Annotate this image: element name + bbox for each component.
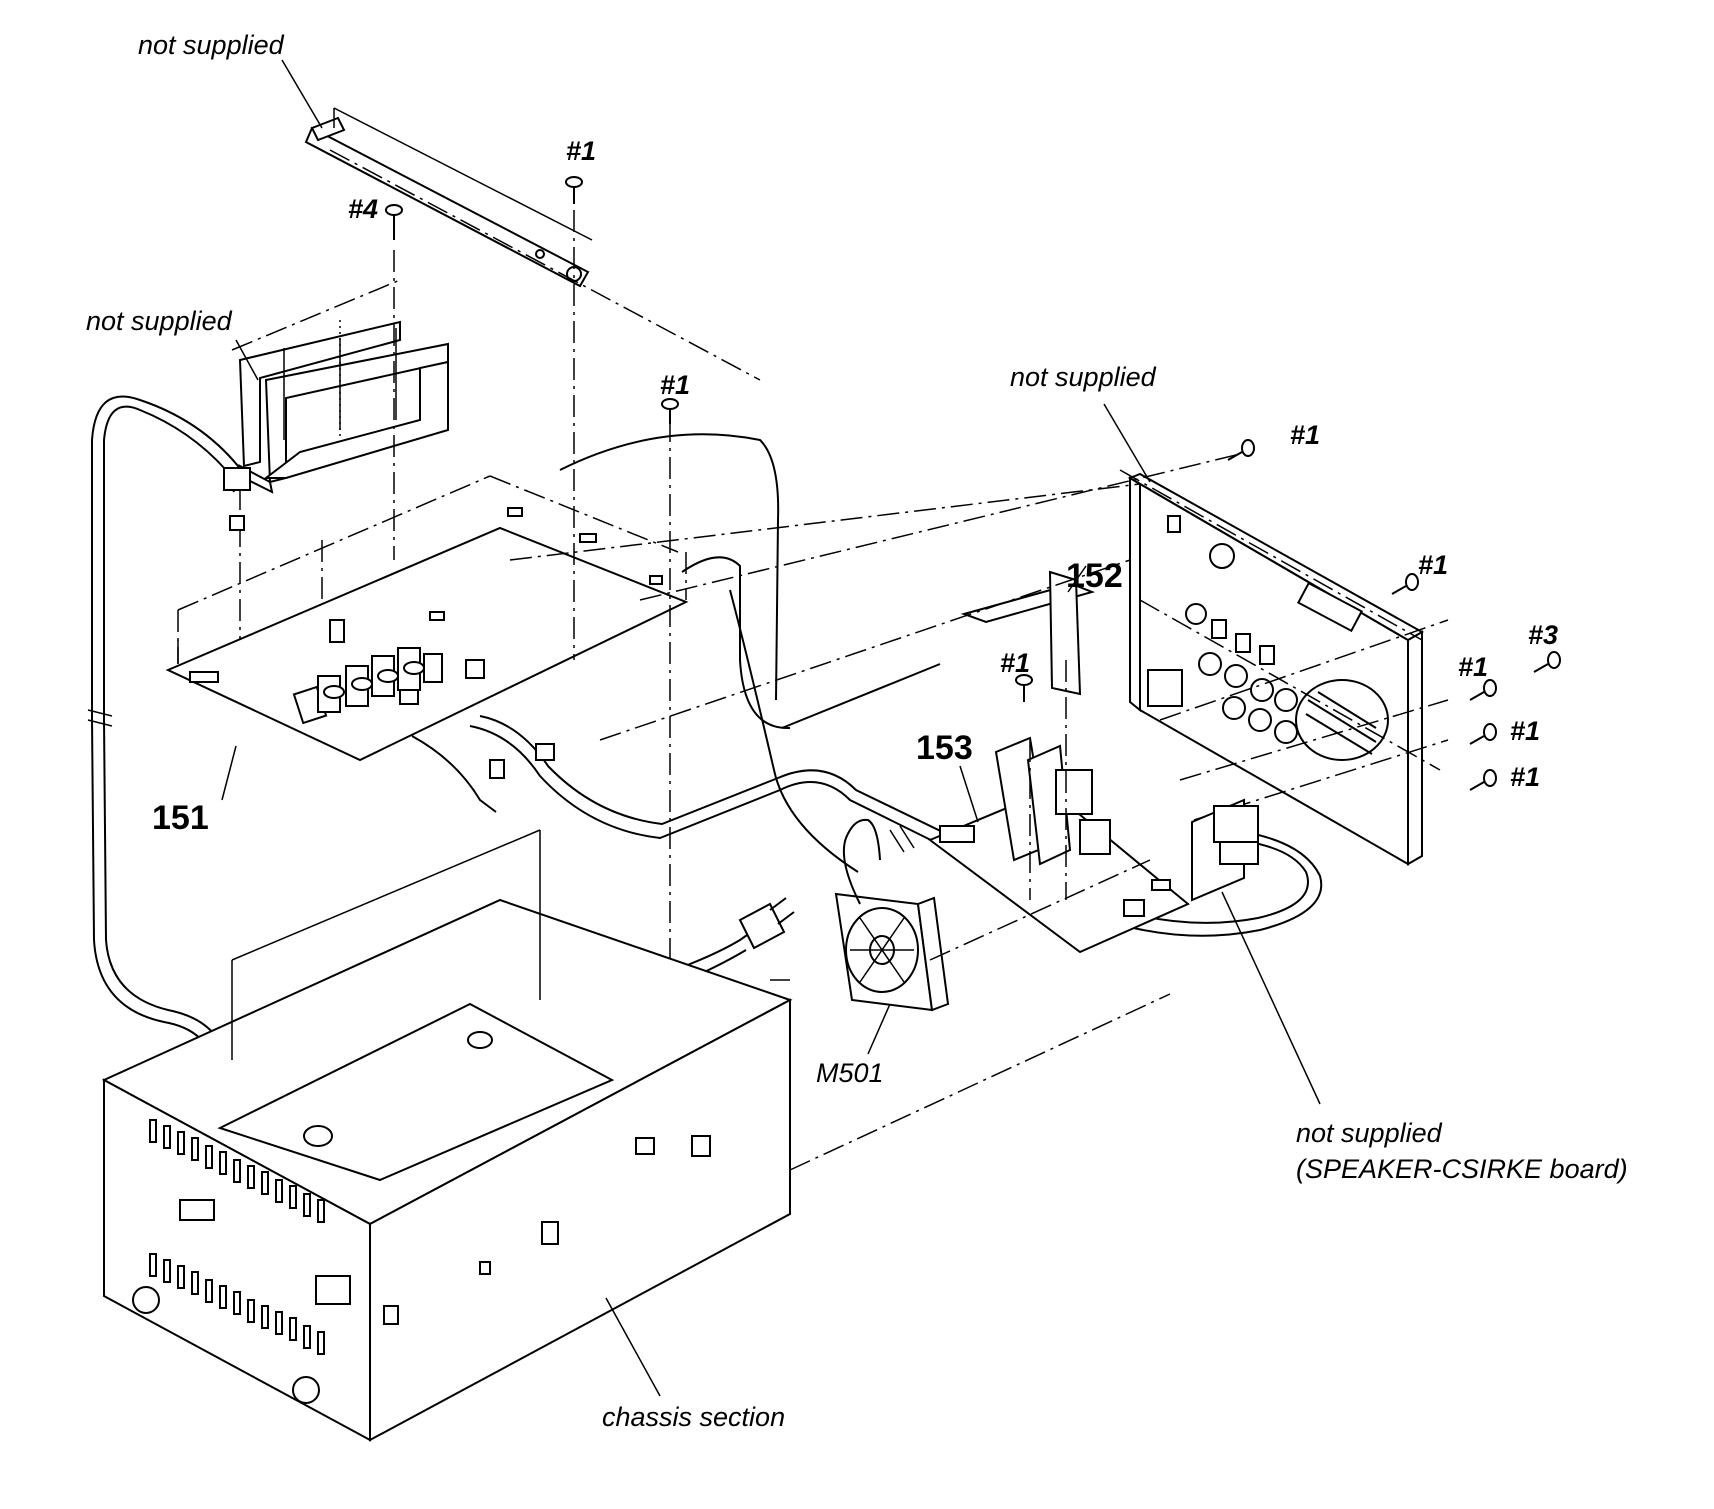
screw-r5 <box>1469 769 1497 791</box>
screw-label-r5: #1 <box>1510 762 1541 792</box>
label-speaker-board: (SPEAKER-CSIRKE board) <box>1296 1154 1628 1184</box>
label-not-supplied-left: not supplied <box>86 306 232 336</box>
label-fan-m501: M501 <box>816 1058 884 1088</box>
screw-label-mid-1: #1 <box>660 370 691 400</box>
screw-4 <box>385 204 403 240</box>
top-bracket <box>281 59 593 288</box>
screw-label-3: #3 <box>1528 620 1559 650</box>
screw-153-1 <box>1015 674 1033 702</box>
rear-panel <box>1103 403 1441 866</box>
board-153 <box>927 660 1190 954</box>
left-cable <box>87 395 251 1120</box>
part-ref-152: 152 <box>1066 557 1123 595</box>
chassis <box>101 829 793 1442</box>
screw-r1 <box>1227 439 1255 461</box>
screw-3 <box>1533 651 1561 673</box>
speaker-board <box>1191 798 1321 1105</box>
part-ref-151: 151 <box>152 799 209 837</box>
screw-label-r4: #1 <box>1510 716 1541 746</box>
heatsink-bracket <box>235 320 449 494</box>
board-151 <box>165 475 689 801</box>
screw-r3 <box>1469 679 1497 701</box>
label-chassis-section: chassis section <box>602 1402 786 1432</box>
screw-label-top-1: #1 <box>566 136 597 166</box>
screw-r2 <box>1391 573 1419 595</box>
screw-label-r3: #1 <box>1458 652 1489 682</box>
part-ref-153: 153 <box>916 729 973 767</box>
power-cord <box>579 897 795 1037</box>
screw-top-1 <box>565 176 583 204</box>
fan-m501 <box>834 818 950 1055</box>
label-not-supplied-right: not supplied <box>1010 362 1156 392</box>
screws <box>385 176 1561 791</box>
screw-label-r1: #1 <box>1290 420 1321 450</box>
screw-label-153-1: #1 <box>1000 648 1031 678</box>
label-not-supplied-bottom: not supplied <box>1296 1118 1442 1148</box>
screw-mid-1 <box>661 398 679 424</box>
chassis-vents <box>149 1119 351 1355</box>
flat-cable-152 <box>681 556 1096 730</box>
screw-label-r2: #1 <box>1418 550 1449 580</box>
screw-label-4: #4 <box>348 194 379 224</box>
label-not-supplied-top: not supplied <box>138 30 284 60</box>
screw-r4 <box>1469 723 1497 745</box>
